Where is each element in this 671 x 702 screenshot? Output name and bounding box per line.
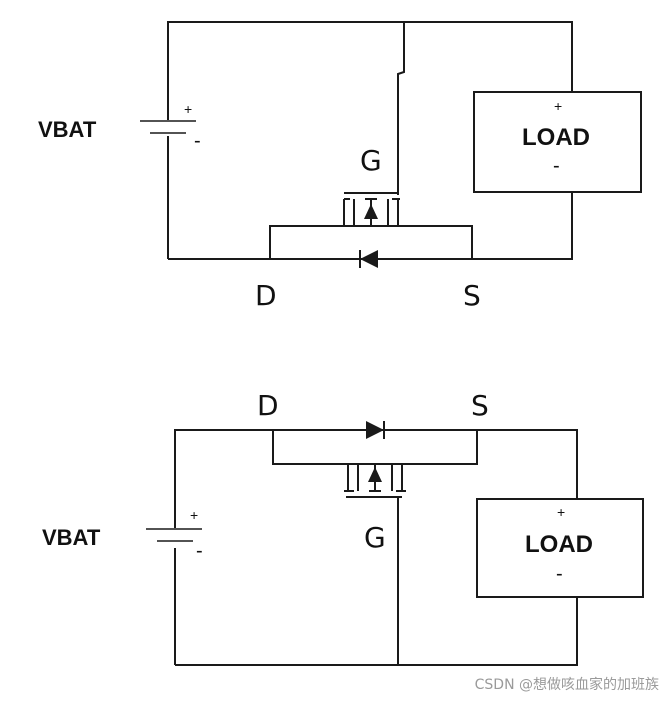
top-load-minus: - — [553, 155, 560, 177]
body-arrow — [368, 467, 382, 482]
body-arrow — [364, 204, 378, 219]
bottom-battery-minus: - — [196, 540, 203, 562]
bottom-circuit: VBAT + - + LOAD - D S G — [42, 389, 644, 666]
top-wire-bottom — [168, 192, 573, 260]
top-load-box — [473, 91, 642, 193]
top-pin-gate: G — [360, 144, 382, 177]
top-battery-label: VBAT — [38, 117, 97, 142]
bottom-battery — [146, 528, 202, 542]
top-pin-source: S — [463, 279, 481, 312]
channel-wire — [269, 225, 473, 259]
bottom-pin-drain: D — [257, 389, 279, 422]
bottom-battery-plus: + — [190, 507, 198, 523]
top-load-label: LOAD — [522, 124, 590, 151]
bottom-pin-source: S — [471, 389, 489, 422]
top-pin-drain: D — [255, 279, 277, 312]
bottom-load-plus: + — [557, 504, 565, 520]
top-battery-plus: + — [184, 101, 192, 117]
top-battery — [140, 120, 196, 134]
top-mosfet — [269, 192, 473, 268]
bottom-load-box — [476, 498, 644, 598]
top-load-plus: + — [554, 98, 562, 114]
top-wire-left-loop — [167, 21, 405, 195]
top-battery-minus: - — [194, 130, 201, 152]
top-diode-triangle — [360, 250, 378, 268]
watermark-text: CSDN @想做咳血家的加班族 — [474, 677, 659, 693]
bottom-battery-label: VBAT — [42, 525, 101, 550]
bottom-pin-gate: G — [364, 521, 386, 554]
top-wire-right-loop — [404, 21, 573, 92]
bottom-load-minus: - — [556, 563, 563, 585]
bottom-mosfet — [272, 421, 478, 498]
bottom-diode-triangle — [366, 421, 384, 439]
bottom-load-label: LOAD — [525, 531, 593, 558]
channel-wire — [272, 430, 478, 465]
bottom-wire-bottom — [175, 597, 578, 666]
top-circuit: VBAT + - + LOAD - G D S — [38, 21, 642, 312]
